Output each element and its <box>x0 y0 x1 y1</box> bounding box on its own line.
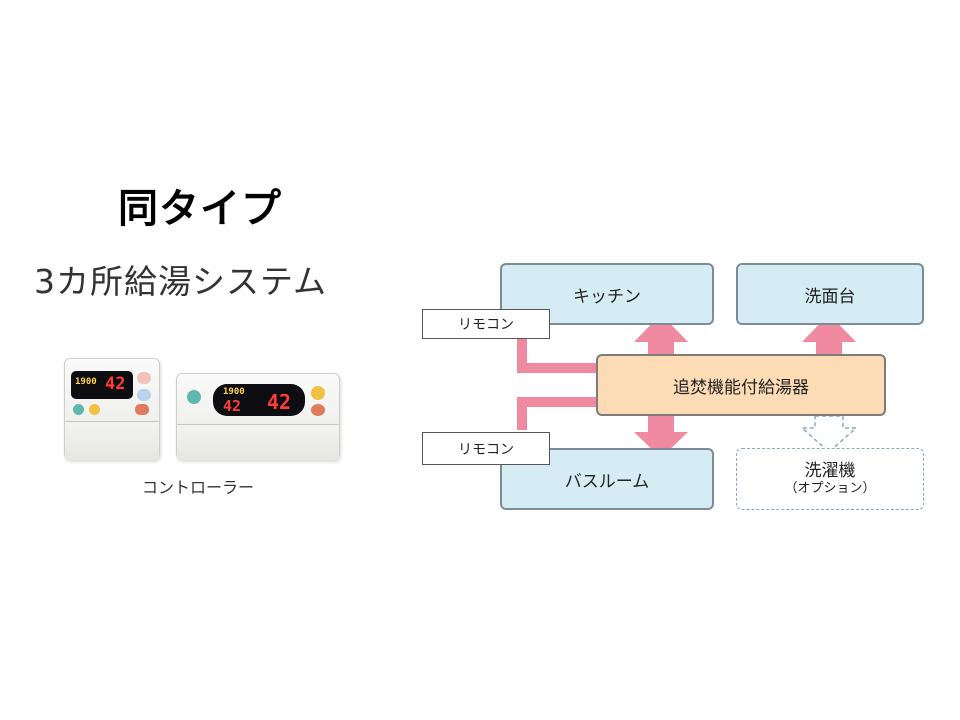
remote-display: 1900 42 <box>71 371 133 399</box>
bathroom-box: バスルーム <box>500 448 714 510</box>
remote-temp-readout-right: 42 <box>267 390 292 414</box>
remote-temp-readout: 42 <box>105 374 126 394</box>
remote-pipe-top <box>517 336 600 373</box>
remote-button-teal <box>187 390 201 404</box>
remote-controller-kitchen: 1900 42 42 <box>176 373 340 460</box>
arrow-to-bathroom <box>634 414 688 458</box>
remote-time-readout: 1900 <box>75 377 97 387</box>
remocon-top: リモコン <box>422 309 550 339</box>
remote-pipe-bottom <box>517 397 600 430</box>
remote-up-button <box>137 372 151 384</box>
arrow-to-kitchen <box>634 314 688 358</box>
remote-button-teal <box>73 404 84 415</box>
washer-label: 洗濯機 <box>804 461 856 481</box>
controllers-caption: コントローラー <box>142 478 255 497</box>
remote-button-red <box>311 404 325 416</box>
washbasin-box: 洗面台 <box>736 263 924 325</box>
page-subtitle: 3カ所給湯システム <box>34 262 328 301</box>
washer-option-note: （オプション） <box>784 481 876 497</box>
arrow-to-washbasin <box>802 314 856 358</box>
water-heater-box: 追焚機能付給湯器 <box>596 354 886 416</box>
remote-temp-readout-left: 42 <box>223 397 242 415</box>
remote-controller-bath: 1900 42 <box>64 358 160 460</box>
remote-button-yellow <box>311 386 325 400</box>
remote-down-button <box>137 389 151 401</box>
remote-button-red <box>135 404 149 415</box>
remote-button-yellow <box>89 404 100 415</box>
washer-box: 洗濯機 （オプション） <box>736 448 924 510</box>
remote-time-readout: 1900 <box>223 387 245 397</box>
arrow-to-washer-dashed <box>800 415 858 454</box>
remote-lid <box>65 421 159 460</box>
remote-display-wide: 1900 42 42 <box>213 384 305 416</box>
remote-lid <box>177 424 339 460</box>
remocon-bottom: リモコン <box>422 432 550 465</box>
page-title: 同タイプ <box>118 186 282 232</box>
